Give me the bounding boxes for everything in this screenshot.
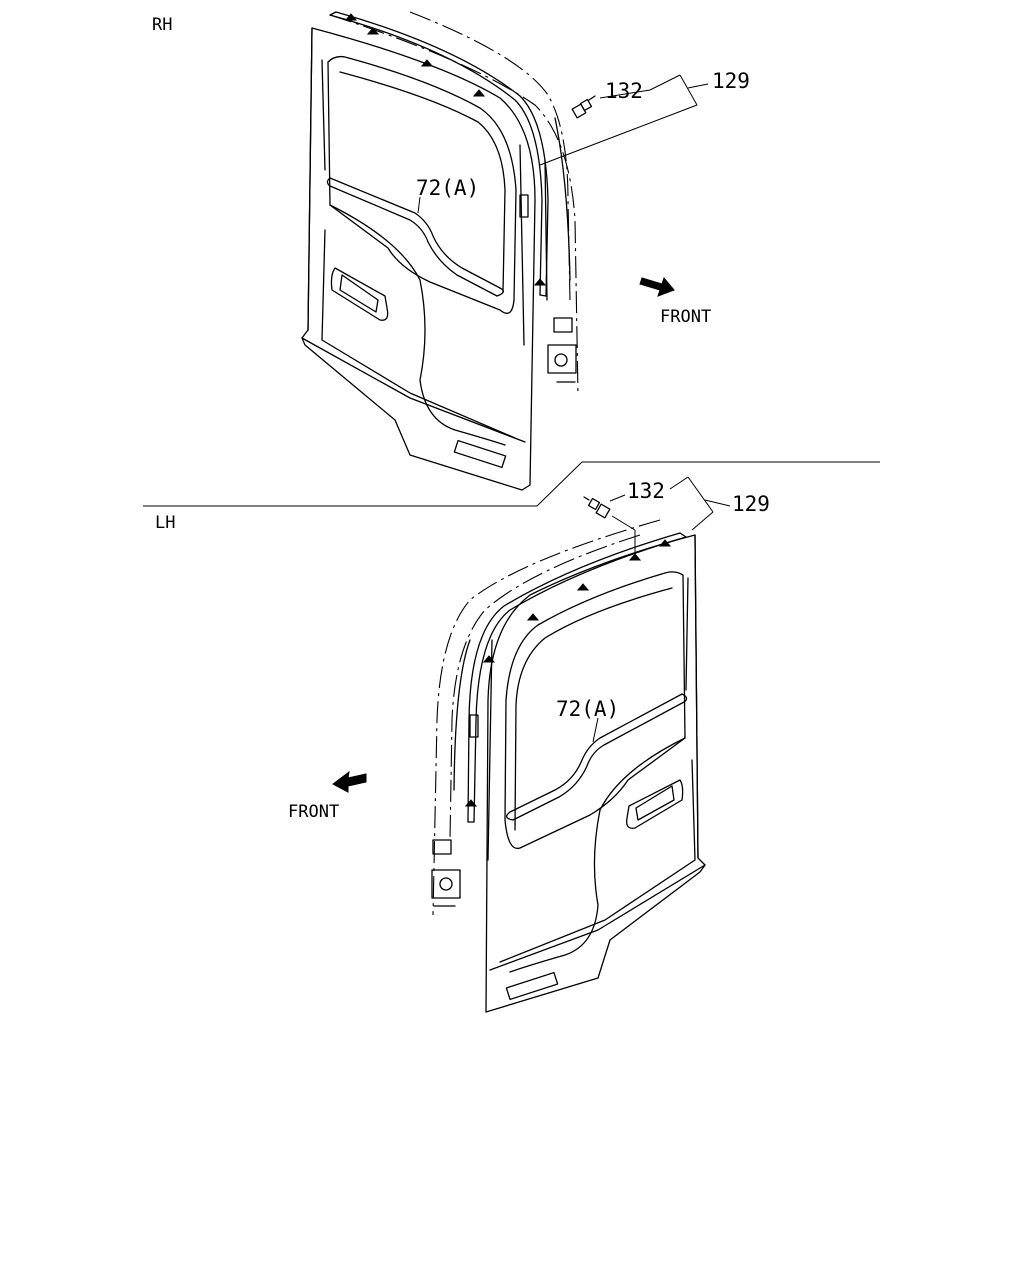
lh-arrow-front-icon [332, 770, 367, 793]
lh-clip-132 [583, 496, 611, 519]
lh-door [485, 534, 706, 1013]
lh-section: LH [155, 476, 770, 1013]
rh-section: RH [152, 11, 750, 491]
lh-drip-molding-129 [464, 532, 687, 823]
rh-arrow-front-icon [639, 276, 675, 297]
rh-label-129: 129 [712, 69, 750, 93]
rh-door [301, 27, 536, 491]
rh-front-label: FRONT [660, 307, 711, 327]
lh-label-132: 132 [627, 479, 665, 503]
lh-leaders [592, 476, 731, 743]
rh-label-72a: 72(A) [416, 176, 479, 200]
rh-body-frame [329, 11, 579, 396]
lh-body-frame [431, 519, 661, 916]
lh-front-label: FRONT [288, 802, 339, 822]
rh-clip-132 [571, 95, 596, 119]
lh-weatherstrip-72a [506, 693, 688, 821]
rh-leaders [417, 74, 709, 214]
section-divider [143, 461, 880, 507]
lh-section-title: LH [155, 513, 175, 533]
rh-weatherstrip-72a [326, 177, 504, 297]
lh-label-72a: 72(A) [556, 697, 619, 721]
rh-section-title: RH [152, 15, 172, 35]
rh-drip-molding-129 [329, 11, 549, 297]
lh-label-129: 129 [732, 492, 770, 516]
rh-label-132: 132 [605, 79, 643, 103]
